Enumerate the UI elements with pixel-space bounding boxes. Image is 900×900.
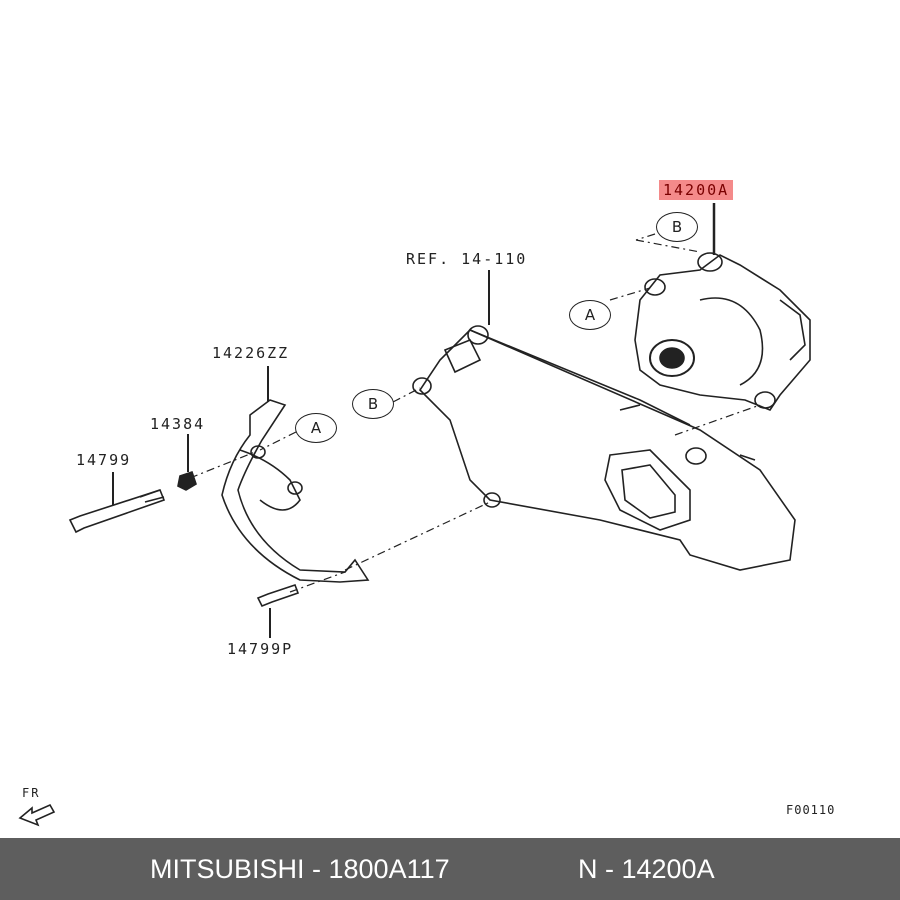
reference-code: N - 14200A xyxy=(578,854,715,884)
part-label-14200A[interactable]: 14200A xyxy=(659,180,734,200)
timing-cover-outline xyxy=(418,329,796,571)
part-label-14384[interactable]: 14384 xyxy=(150,415,206,433)
part-label-14799P[interactable]: 14799P xyxy=(227,640,294,658)
water-pump xyxy=(634,254,811,411)
nut xyxy=(177,470,197,491)
callout-a: A xyxy=(295,413,337,443)
part-label-14799[interactable]: 14799 xyxy=(76,451,132,469)
footer-bar: MITSUBISHI - 1800A117 N - 14200A xyxy=(0,838,900,900)
pump-mount-gasket xyxy=(604,449,691,531)
front-label: FR xyxy=(22,786,41,800)
exploded-parts-drawing xyxy=(18,203,811,827)
callout-b: B xyxy=(352,389,394,419)
brand-part-number: MITSUBISHI - 1800A117 xyxy=(150,854,450,884)
bolt xyxy=(68,489,166,534)
bolt-p xyxy=(256,583,300,608)
part-label-14226ZZ[interactable]: 14226ZZ xyxy=(212,344,290,362)
figure-code: F00110 xyxy=(786,803,836,817)
callout-a: A xyxy=(569,300,611,330)
ref-label: REF. 14-110 xyxy=(406,250,528,268)
front-arrow xyxy=(18,803,56,827)
bracket xyxy=(221,399,370,583)
callout-b: B xyxy=(656,212,698,242)
